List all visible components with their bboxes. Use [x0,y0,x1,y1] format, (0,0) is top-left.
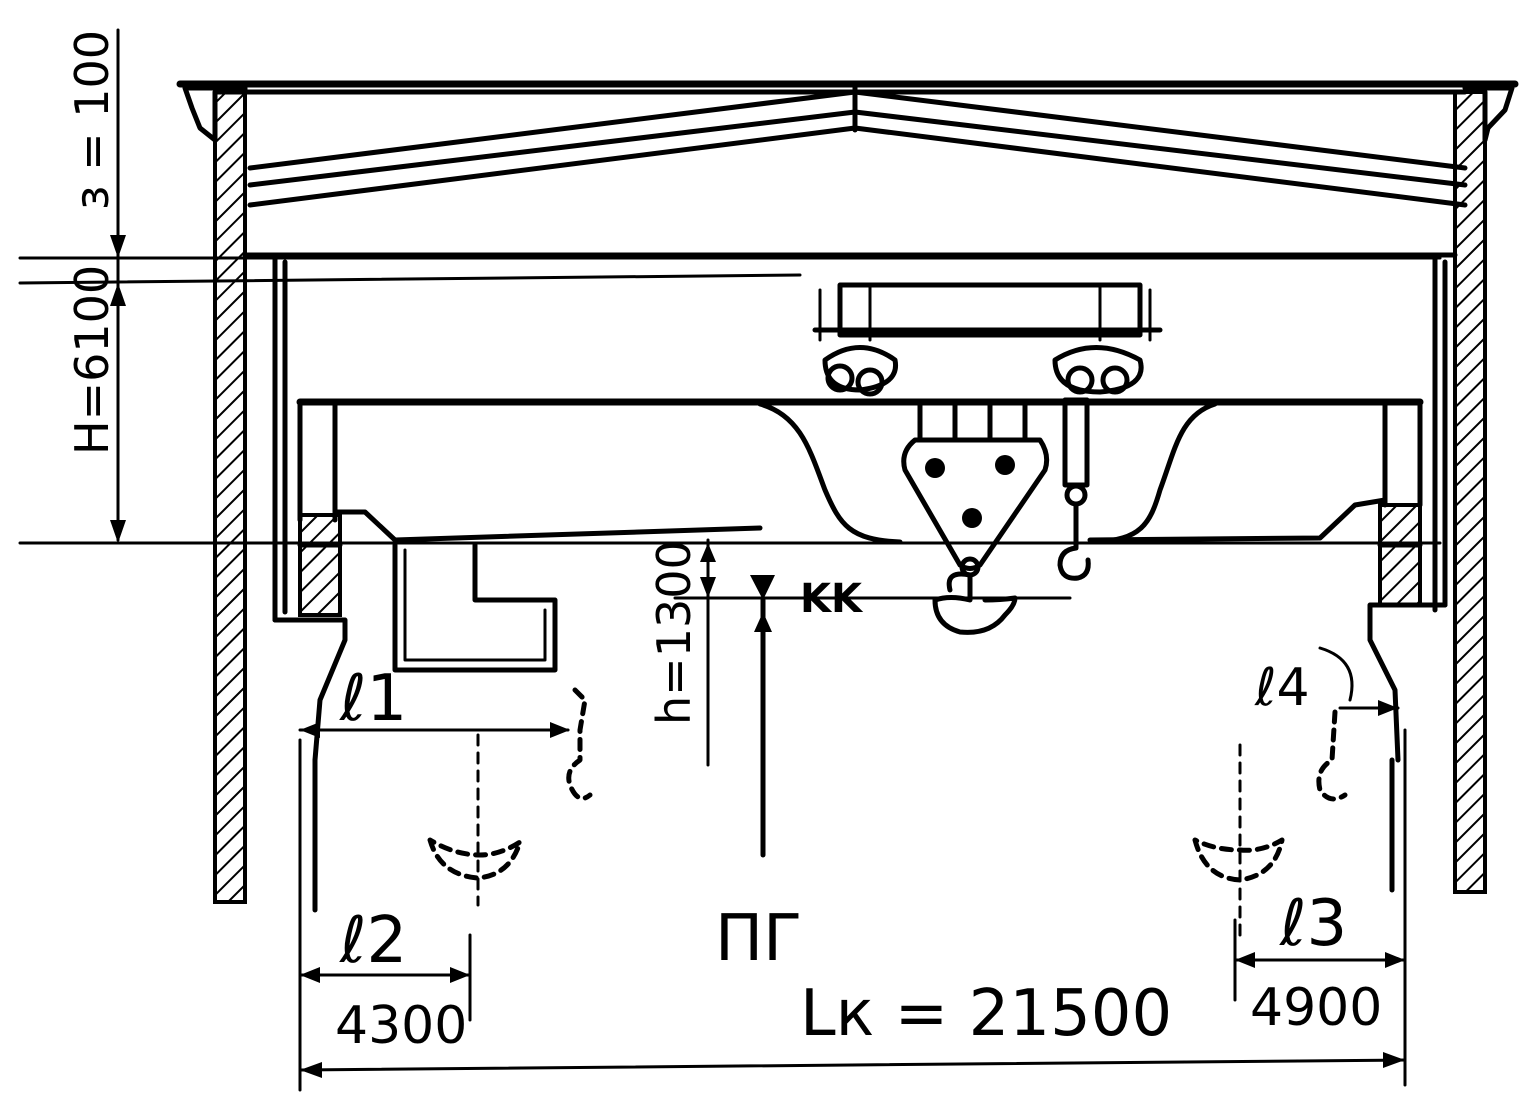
vertical-dimension [110,28,126,543]
bridge-girder [296,398,1424,545]
runway-supports [272,255,1448,763]
l3-label: ℓ3 [1279,887,1347,961]
l2-label: ℓ2 [339,904,407,978]
span-dimension-label: Lк = 21500 [800,977,1172,1051]
bottom-dimensions [298,918,1407,1078]
right-end-truck [1377,503,1423,607]
roof-truss [176,80,1519,208]
pg-label: ПГ [715,902,802,976]
l1-label: ℓ1 [339,662,407,736]
h-building-dimension-label: H=6100 [65,265,119,455]
kk-level-marker [673,538,1072,858]
auxiliary-hook [1057,397,1091,581]
z-dimension-label: ɜ = 100 [65,30,119,210]
right-approach-zone [1192,646,1407,1087]
h-hook-dimension-label: h=1300 [647,540,701,725]
operator-cab [392,542,558,673]
kk-label: KK [800,576,864,622]
dim-4900: 4900 [1250,978,1382,1038]
left-end-truck [297,513,343,617]
dim-4300: 4300 [335,996,467,1056]
l4-label: ℓ4 [1254,658,1310,718]
left-column [182,85,248,904]
right-column [1453,85,1515,894]
trolley [812,282,1163,397]
left-approach-zone [298,687,593,1092]
level-lines [18,252,1458,545]
